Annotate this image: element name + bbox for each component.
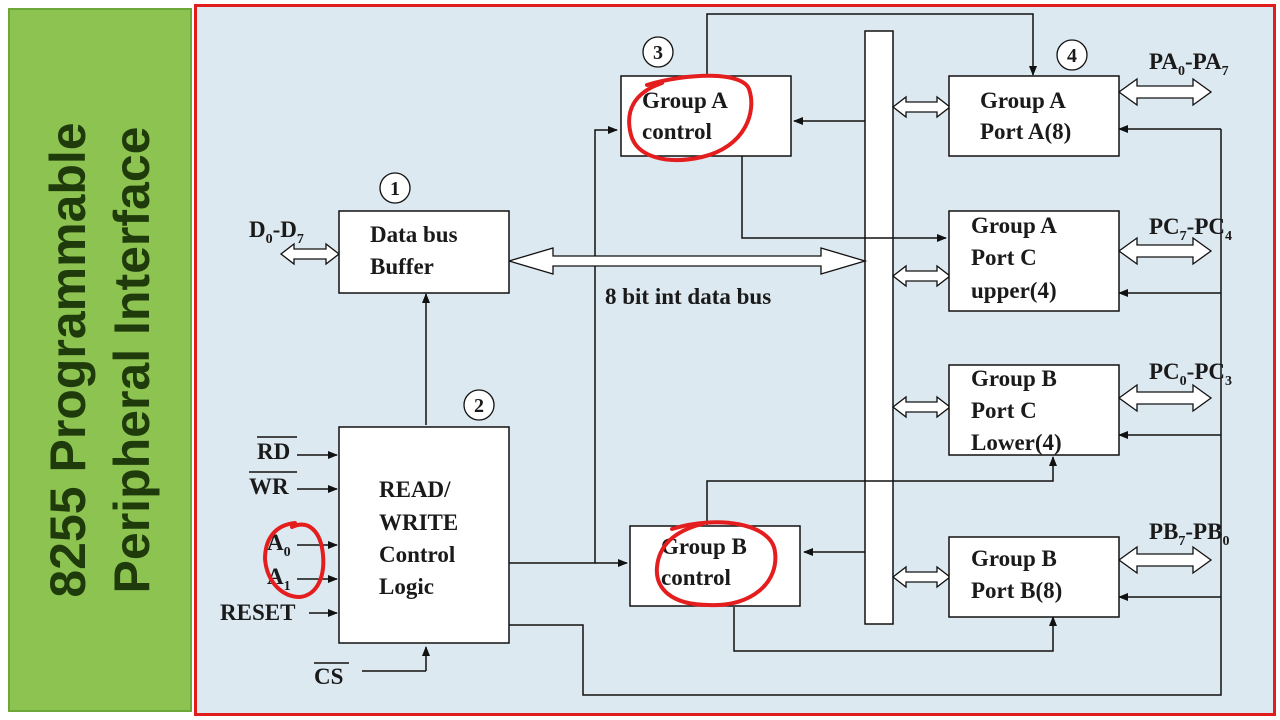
port-c-upper-label-3: upper(4) [971,278,1057,303]
bus-port-c-upper-arrow [891,264,952,288]
title-sidebar: 8255 Programmable Peripheral Interface [8,8,192,712]
group-a-port-c-upper-block [948,210,1120,312]
number-circle-1 [379,172,411,204]
data-bus-buffer-block [338,210,510,294]
cs-signal-label: CS [314,664,343,689]
internal-bus-double-arrow [506,247,868,275]
connector-lines [297,13,1222,696]
rd-signal-label: RD [257,439,290,464]
annotation-circle-group-b-control [654,520,778,608]
port-c-lower-label-3: Lower(4) [971,430,1062,455]
number-3: 3 [653,42,663,64]
group-b-port-c-lower-block [948,364,1120,456]
group-a-control-label-2: control [642,119,712,144]
reset-signal-label: RESET [220,600,295,625]
group-a-port-a-block [948,75,1120,157]
number-circle-2 [463,389,495,421]
pa-double-arrow [1117,77,1213,107]
annotation-circle-group-a-control [627,73,754,162]
pb-port-label: PB7-PB0 [1149,519,1229,549]
block-diagram: 1 2 3 4 Data bus Buffer READ/ WRITE Cont… [220,13,1232,696]
annotation-circle-a0-a1 [262,521,326,600]
port-c-lower-label-1: Group B [971,366,1057,391]
diagram-panel: 1 2 3 4 Data bus Buffer READ/ WRITE Cont… [194,4,1276,716]
port-a-label-1: Group A [980,88,1066,113]
bus-label: 8 bit int data bus [605,284,771,309]
rw-logic-label-2: WRITE [379,510,458,535]
port-b-label-2: Port B(8) [971,578,1062,603]
rw-control-logic-block [338,426,510,644]
rw-logic-label-1: READ/ [379,477,451,502]
pc-upper-port-label: PC7-PC4 [1149,214,1232,244]
internal-bus-bar [864,30,894,625]
number-circle-4 [1056,39,1088,71]
port-a-label-2: Port A(8) [980,119,1071,144]
bidirectional-arrows [279,77,1213,589]
pb-double-arrow [1117,545,1213,575]
d-bus-label: D0-D7 [249,217,304,247]
group-a-control-label-1: Group A [642,88,728,113]
bus-port-b-arrow [891,565,952,589]
wr-signal-label: WR [249,474,289,499]
port-b-label-1: Group B [971,546,1057,571]
rw-logic-label-3: Control [379,542,455,567]
port-c-upper-label-1: Group A [971,213,1057,238]
title-line-1: 8255 Programmable [40,122,96,598]
group-b-port-b-block [948,536,1120,618]
number-4: 4 [1067,45,1077,67]
rw-logic-label-4: Logic [379,574,434,599]
number-1: 1 [390,178,400,200]
group-b-control-label-1: Group B [661,534,747,559]
pc-lower-double-arrow [1117,383,1213,413]
number-2: 2 [474,395,484,417]
bus-port-c-lower-arrow [891,395,952,419]
d-bus-double-arrow [279,242,341,266]
bus-port-a-arrow [891,95,952,119]
data-bus-buffer-label-1: Data bus [370,222,458,247]
data-bus-buffer-label-2: Buffer [370,254,434,279]
port-c-upper-label-2: Port C [971,245,1037,270]
pc-upper-double-arrow [1117,236,1213,266]
number-circle-3 [642,36,674,68]
active-low-overbars [249,436,349,664]
group-b-control-label-2: control [661,565,731,590]
red-annotations [262,73,778,608]
pa-port-label: PA0-PA7 [1149,49,1229,79]
title-line-2: Peripheral Interface [104,126,160,594]
pc-lower-port-label: PC0-PC3 [1149,359,1232,389]
port-c-lower-label-2: Port C [971,398,1037,423]
